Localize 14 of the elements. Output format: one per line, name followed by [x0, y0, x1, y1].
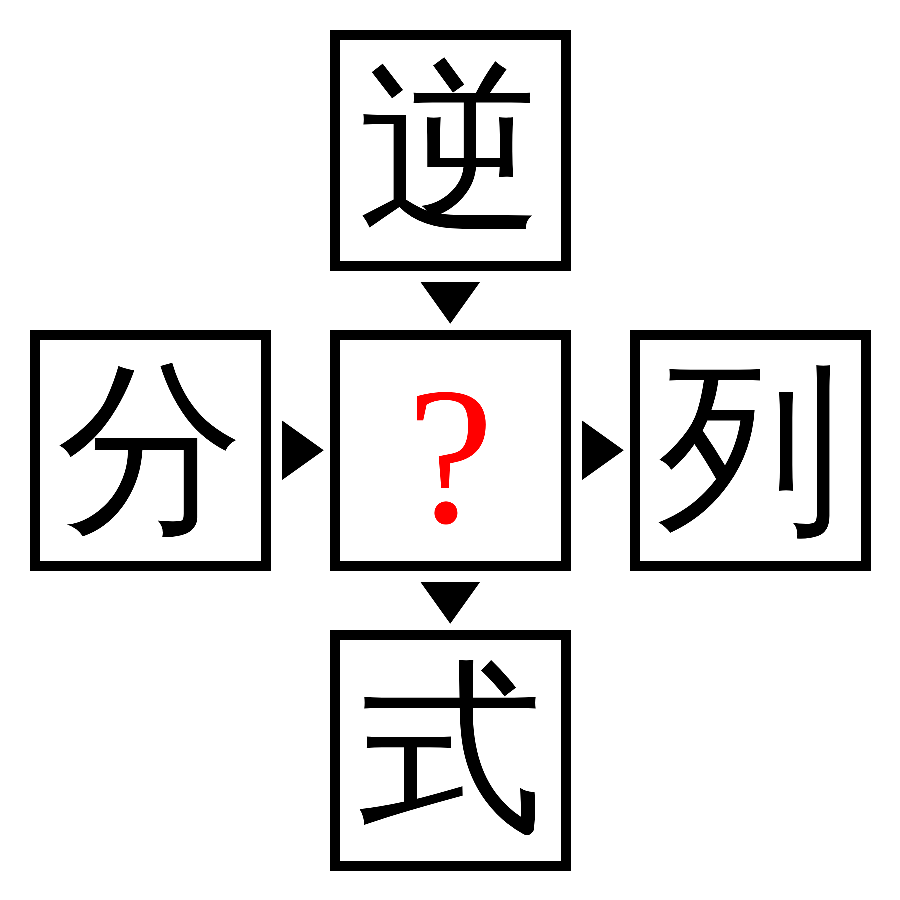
character-box — [630, 330, 871, 571]
arrow — [420, 282, 480, 324]
kanji-character: 式 — [358, 658, 544, 844]
character-box — [30, 330, 271, 571]
character-box — [330, 330, 571, 571]
question-mark: ? — [407, 358, 494, 554]
character-box — [330, 30, 571, 271]
arrow — [420, 582, 480, 624]
arrow — [282, 420, 324, 480]
character-box — [330, 630, 571, 871]
kanji-character: 逆 — [358, 58, 544, 244]
kanji-character: 列 — [658, 358, 844, 544]
arrow — [582, 420, 624, 480]
kanji-character: 分 — [58, 358, 244, 544]
